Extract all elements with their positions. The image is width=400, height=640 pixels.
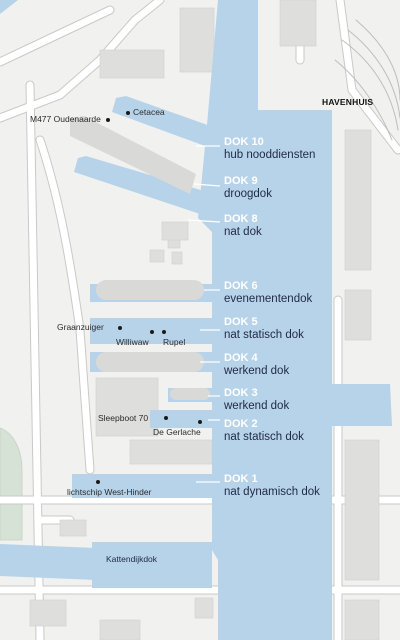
dok-1-number: DOK 1 — [224, 473, 258, 485]
dok-4-desc: werkend dok — [224, 365, 290, 377]
place-de-gerlache: De Gerlache — [153, 427, 201, 437]
dok-6-number: DOK 6 — [224, 280, 258, 292]
dok-8-desc: nat dok — [224, 226, 262, 238]
dok-9-desc: droogdok — [224, 188, 272, 200]
place-kattendijkdok: Kattendijkdok — [106, 554, 158, 564]
place-cetacea: Cetacea — [133, 107, 165, 117]
place-lichtschip-west-hinder: lichtschip West-Hinder — [67, 487, 152, 497]
marker-cetacea — [126, 111, 130, 115]
dok-4-number: DOK 4 — [224, 352, 258, 364]
place-sleepboot-70: Sleepboot 70 — [98, 413, 149, 423]
marker-sleepboot-70 — [164, 416, 168, 420]
dok-1-desc: nat dynamisch dok — [224, 486, 320, 498]
dok-2-desc: nat statisch dok — [224, 431, 304, 443]
dok-5-number: DOK 5 — [224, 316, 258, 328]
marker-de-gerlache — [198, 420, 202, 424]
dok-3-desc: werkend dok — [224, 400, 290, 412]
dok-6-desc: evenementendok — [224, 293, 313, 305]
marker-m477-oudenaarde — [106, 118, 110, 122]
landmark-havenhuis: HAVENHUIS — [322, 97, 374, 107]
marker-williwaw — [150, 330, 154, 334]
place-williwaw: Williwaw — [116, 337, 149, 347]
marker-lichtschip-west-hinder — [96, 480, 100, 484]
dok-2-number: DOK 2 — [224, 418, 258, 430]
leader-lines — [187, 145, 221, 483]
dok-10-desc: hub nooddiensten — [224, 149, 316, 161]
buildings — [29, 0, 380, 640]
place-m477-oudenaarde: M477 Oudenaarde — [30, 114, 101, 124]
place-graanzuiger: Graanzuiger — [57, 322, 104, 332]
place-rupel: Rupel — [163, 337, 186, 347]
dry-docks — [70, 116, 210, 400]
marker-rupel — [162, 330, 166, 334]
dok-10-number: DOK 10 — [224, 136, 264, 148]
dok-8-number: DOK 8 — [224, 213, 258, 225]
dok-3-number: DOK 3 — [224, 387, 258, 399]
marker-graanzuiger — [118, 326, 122, 330]
dok-9-number: DOK 9 — [224, 175, 258, 187]
park-area — [0, 427, 23, 541]
dok-5-desc: nat statisch dok — [224, 329, 304, 341]
